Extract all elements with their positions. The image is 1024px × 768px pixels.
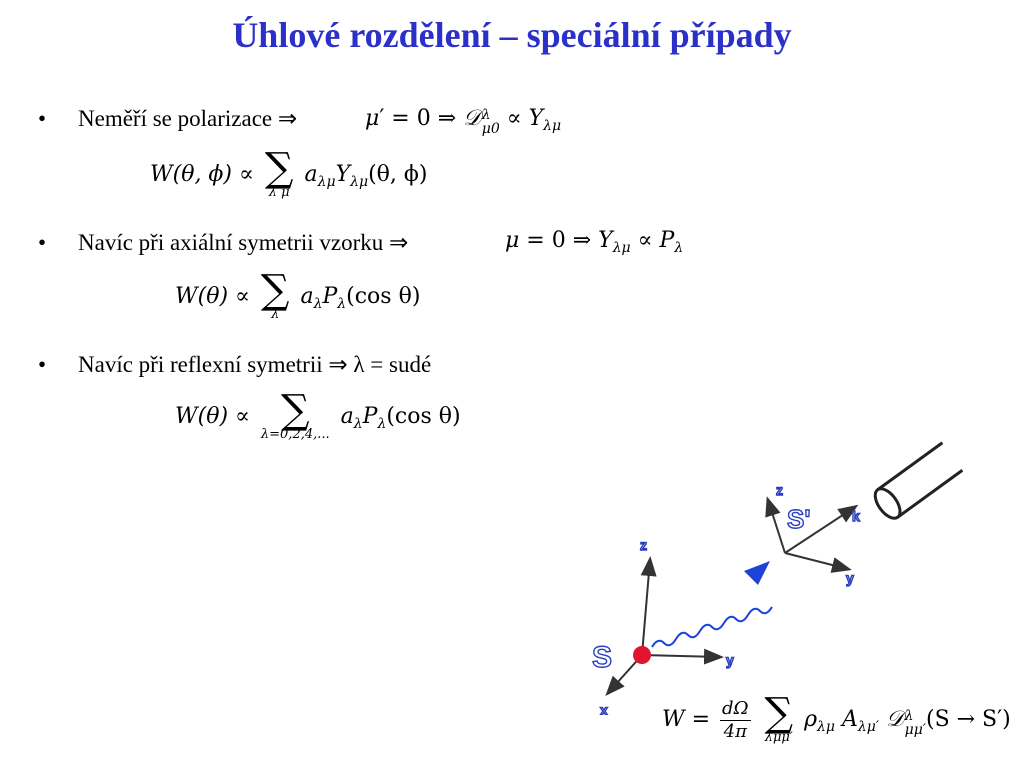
source-axis-z	[640, 556, 657, 656]
item-2-condition: μ = 0 ⇒ Yλμ ∝ Pλ	[505, 228, 684, 256]
sum-symbol: ∑λ=0,2,4,...	[260, 387, 330, 442]
detector-axis-k-label: k	[852, 508, 860, 524]
sum-symbol: ∑λμμ′	[764, 690, 794, 745]
source-point	[633, 646, 651, 664]
item-3-text: Navíc při reflexní symetrii ⇒ λ = sudé	[78, 352, 432, 377]
source-axis-y	[641, 648, 724, 665]
page-title: Úhlové rozdělení – speciální případy	[232, 15, 792, 55]
detector-cylinder	[873, 441, 964, 520]
source-axis-x-label: x	[600, 702, 608, 715]
sum-symbol: ∑λ	[260, 267, 290, 322]
photon-wave	[651, 606, 773, 648]
source-label: S	[592, 641, 612, 674]
item-2-formula: W(θ) ∝ ∑λ aλPλ(cos θ)	[175, 267, 421, 322]
geometry-diagram: z y x S z k y S'	[591, 441, 964, 715]
detector-axis-y-label: y	[846, 570, 854, 586]
detector-axis-z	[765, 496, 786, 554]
item-1-text: Neměří se polarizace ⇒	[78, 106, 298, 131]
detector-axis-k	[784, 504, 859, 554]
bullet-3: •	[38, 352, 47, 377]
item-1-formula: W(θ, ϕ) ∝ ∑λ μ aλμYλμ(θ, ϕ)	[150, 145, 428, 200]
item-2-text: Navíc při axiální symetrii vzorku ⇒	[78, 230, 409, 255]
photon-arrowhead	[744, 561, 770, 585]
item-3-formula: W(θ) ∝ ∑λ=0,2,4,... aλPλ(cos θ)	[175, 387, 461, 442]
detector-axis-z-label: z	[776, 482, 783, 498]
bullet-1: •	[38, 106, 47, 131]
sum-symbol: ∑λ μ	[264, 145, 294, 200]
bullet-2: •	[38, 230, 47, 255]
source-axis-z-label: z	[640, 537, 647, 553]
source-axis-y-label: y	[726, 652, 734, 668]
detector-axis-y	[784, 552, 852, 573]
detector-label: S'	[787, 504, 811, 534]
